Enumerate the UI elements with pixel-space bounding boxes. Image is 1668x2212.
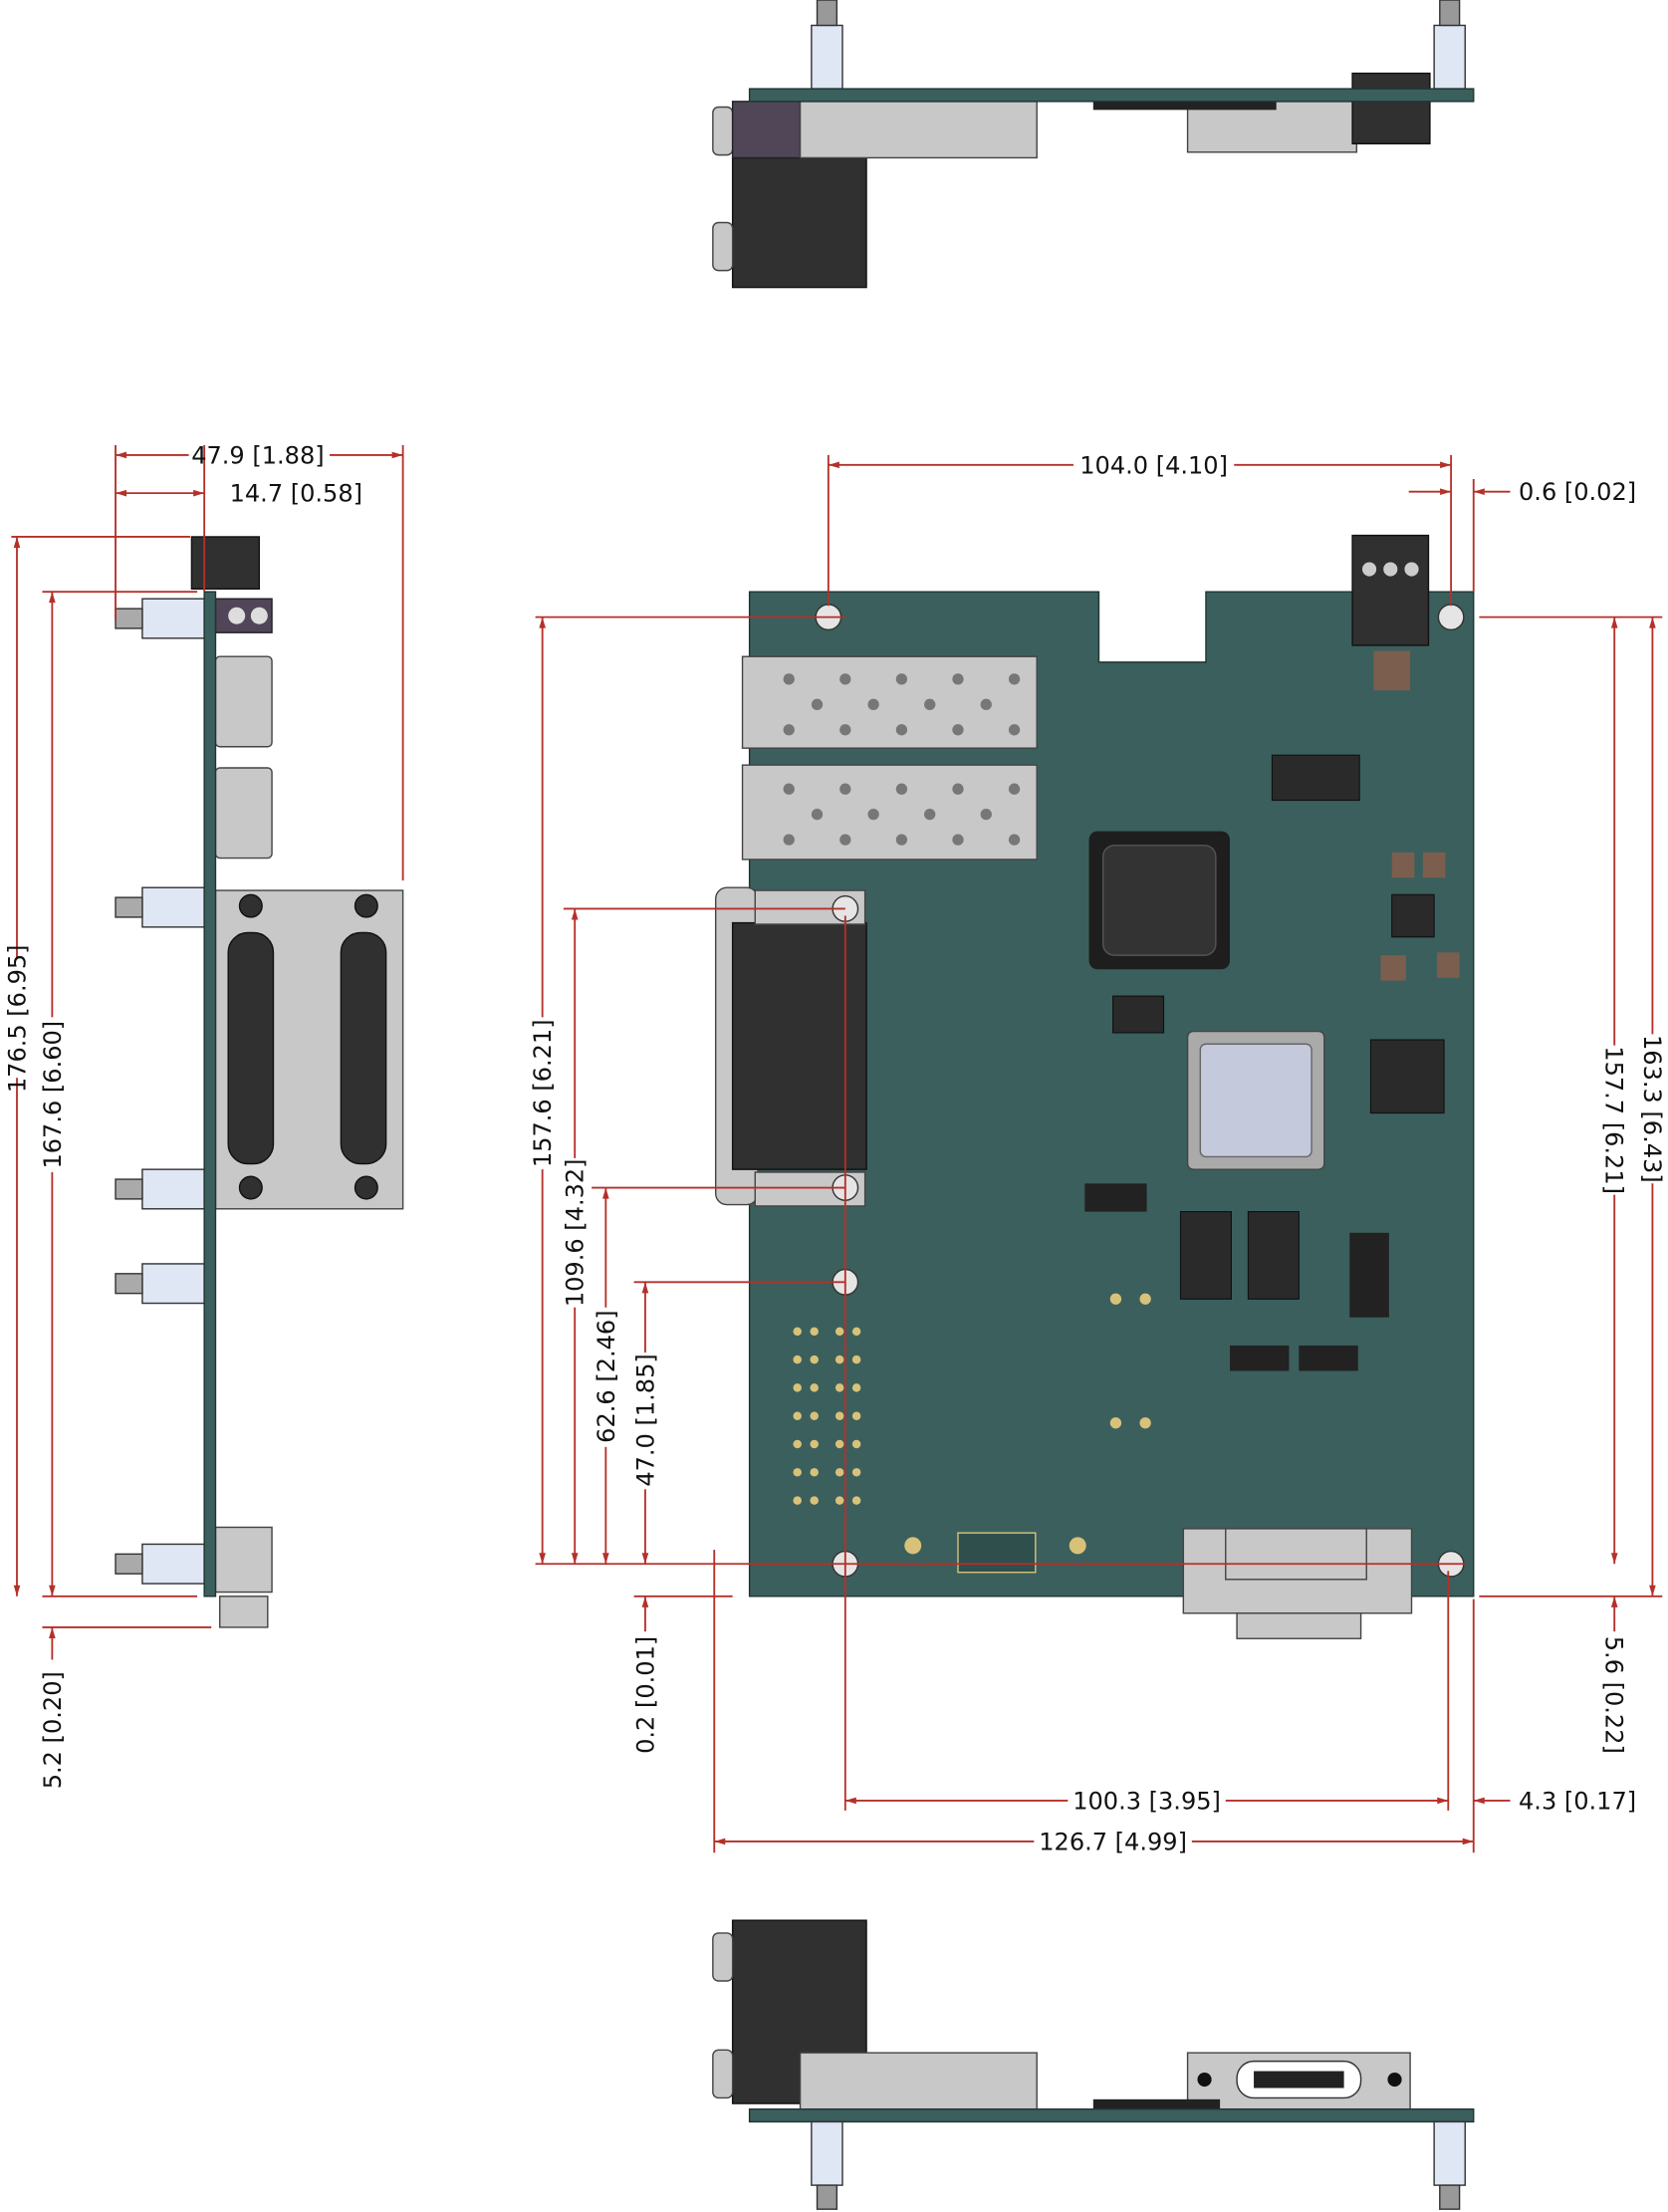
dim-left-hole-3: 62.6 [2.46] [593, 1310, 620, 1442]
dim-bottom-right-offset: 4.3 [0.17] [1519, 1787, 1636, 1815]
dim-left-hole-top: 157.6 [6.21] [529, 1019, 557, 1167]
mounting-hole [1437, 604, 1465, 631]
board-top-view [714, 534, 1475, 1639]
bottom-edge-view [712, 1919, 1475, 2210]
dim-side-bottom-offset: 5.2 [0.20] [39, 1671, 67, 1789]
dim-top-hole-span: 104.0 [4.10] [1079, 451, 1228, 479]
dim-bottom-overall-width: 126.7 [4.99] [1039, 1828, 1187, 1855]
dim-side-board-height: 167.6 [6.60] [39, 1021, 67, 1169]
dim-left-hole-2: 109.6 [4.32] [562, 1158, 590, 1307]
dimension-labels: 47.9 [1.88] 14.7 [0.58] 104.0 [4.10] 0.6… [3, 441, 1665, 1855]
dim-right-hole-span: 157.7 [6.21] [1600, 1046, 1628, 1194]
left-side-view [115, 536, 404, 1628]
dsub-connector [731, 921, 867, 1170]
dimension-lines [11, 445, 1663, 1853]
standoffs [115, 598, 205, 1585]
dim-left-bottom-offset: 0.2 [0.01] [631, 1636, 659, 1754]
dim-right-bottom-offset: 5.6 [0.22] [1600, 1636, 1628, 1754]
dim-left-hole-4: 47.0 [1.85] [631, 1353, 659, 1486]
sfp-cage-2 [741, 764, 1038, 860]
dim-right-overall: 163.3 [6.43] [1638, 1035, 1666, 1183]
dim-side-overall-depth: 47.9 [1.88] [191, 441, 324, 469]
dim-side-face-offset: 14.7 [0.58] [230, 480, 362, 508]
dim-side-overall-height: 176.5 [6.95] [3, 944, 31, 1093]
dim-top-edge-offset: 0.6 [0.02] [1519, 478, 1636, 506]
dim-bottom-hole-span: 100.3 [3.95] [1072, 1787, 1221, 1815]
top-edge-view [712, 0, 1475, 289]
